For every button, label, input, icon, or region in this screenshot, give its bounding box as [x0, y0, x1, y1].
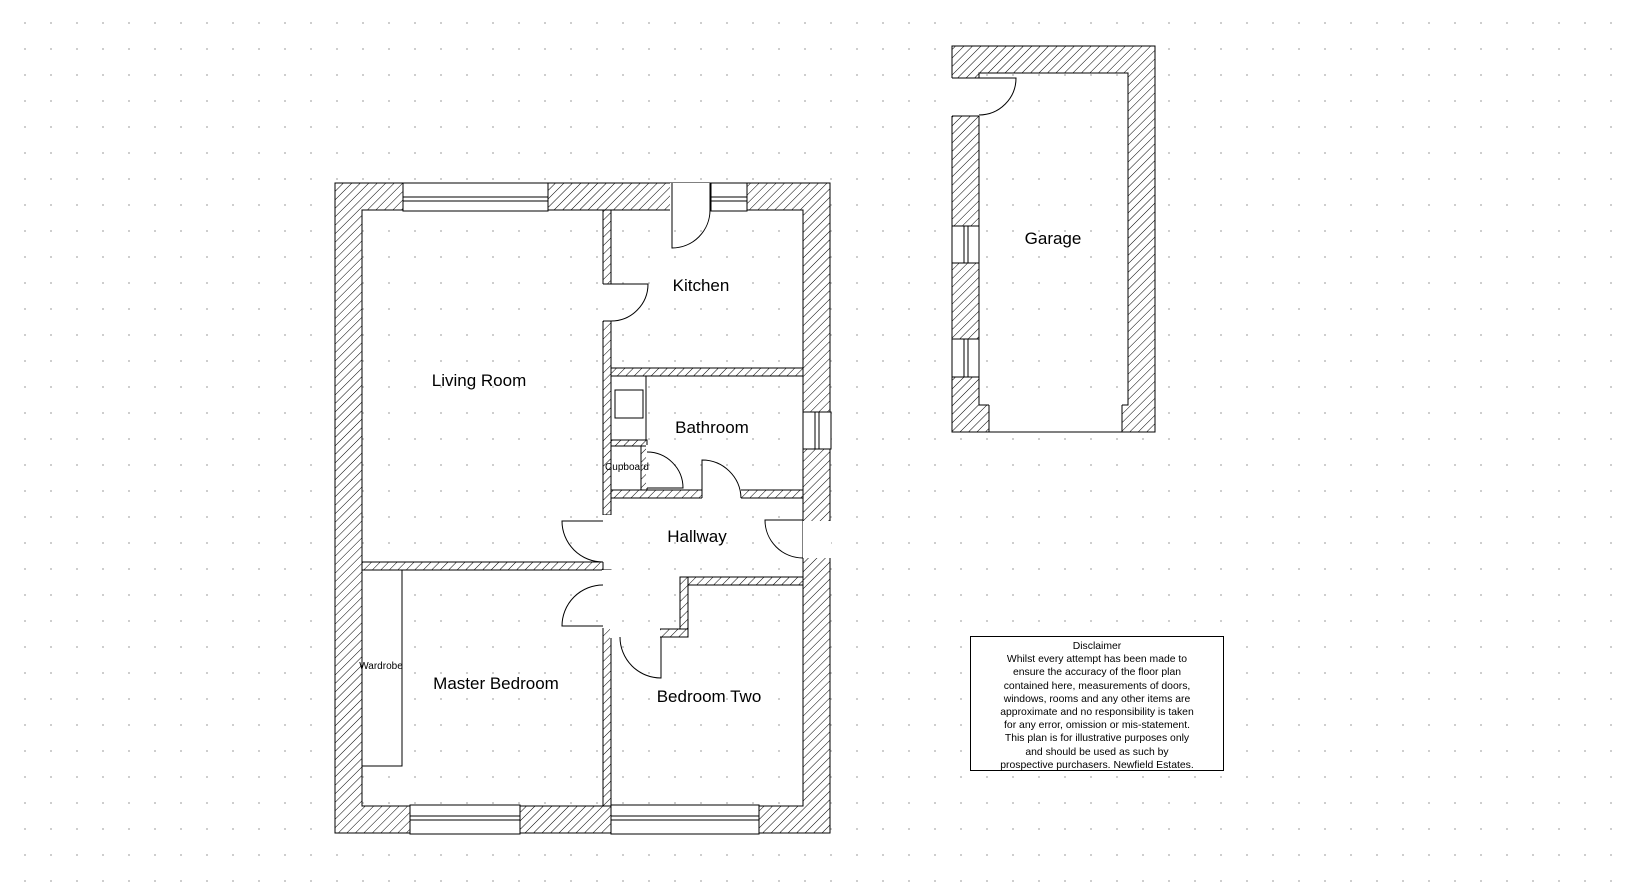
wall-kitchen-bathroom: [610, 367, 804, 377]
garage-side-door: [978, 77, 1017, 116]
disclaimer-line: This plan is for illustrative purposes o…: [1004, 733, 1190, 745]
house-exterior-wall: [334, 182, 831, 834]
disclaimer-line: windows, rooms and any other items are: [1003, 693, 1191, 705]
label-kitchen: Kitchen: [673, 276, 730, 295]
bathroom-fixture-inner: [614, 389, 644, 419]
house-openings: [403, 183, 831, 834]
house-walls: [334, 182, 831, 834]
label-garage: Garage: [1025, 229, 1082, 248]
label-living-room: Living Room: [432, 371, 527, 390]
garage-openings: [951, 78, 1122, 433]
label-hallway: Hallway: [667, 527, 727, 546]
disclaimer-line: contained here, measurements of doors,: [1003, 680, 1191, 692]
wall-hall-bedtwo-h: [679, 576, 804, 586]
garage-features: [951, 77, 1123, 433]
label-wardrobe: Wardrobe: [359, 661, 403, 672]
door-hall-living: [561, 520, 604, 563]
house-doors: [561, 183, 804, 679]
door-cupboard: [646, 451, 684, 489]
door-hall-master: [561, 584, 604, 627]
house-fixtures: [361, 375, 647, 767]
wall-hall-bedtwo-v: [679, 576, 689, 638]
garage-window-2: [951, 338, 980, 378]
window-bathroom: [802, 411, 832, 450]
disclaimer-box: Disclaimer Whilst every attempt has been…: [970, 636, 1224, 771]
disclaimer-line: for any error, omission or mis-statement…: [1004, 720, 1190, 732]
garage-window-1: [951, 225, 980, 264]
door-back: [764, 519, 804, 559]
door-bathroom: [701, 459, 742, 499]
label-bedroom-two: Bedroom Two: [657, 687, 762, 706]
door-hall-bedtwo: [619, 636, 662, 679]
wardrobe-unit: [361, 569, 403, 767]
label-master-bedroom: Master Bedroom: [433, 674, 559, 693]
wall-living-master: [361, 561, 604, 571]
disclaimer-line: ensure the accuracy of the floor plan: [1012, 667, 1182, 679]
label-cupboard: Cupboard: [605, 462, 649, 473]
door-living-kitchen: [610, 283, 649, 322]
label-bathroom: Bathroom: [675, 418, 749, 437]
disclaimer-line: prospective purchasers. Newfield Estates…: [1000, 759, 1194, 771]
house-room-labels: Living Room Kitchen Bathroom Cupboard Ha…: [359, 276, 761, 706]
disclaimer-line: and should be used as such by: [1025, 746, 1169, 758]
disclaimer-line: Whilst every attempt has been made to: [1006, 654, 1188, 666]
disclaimer-line: approximate and no responsibility is tak…: [1000, 707, 1194, 719]
disclaimer-title: Disclaimer: [1072, 641, 1122, 652]
wall-cupboard-top: [610, 439, 648, 447]
house-windows: [402, 182, 832, 835]
